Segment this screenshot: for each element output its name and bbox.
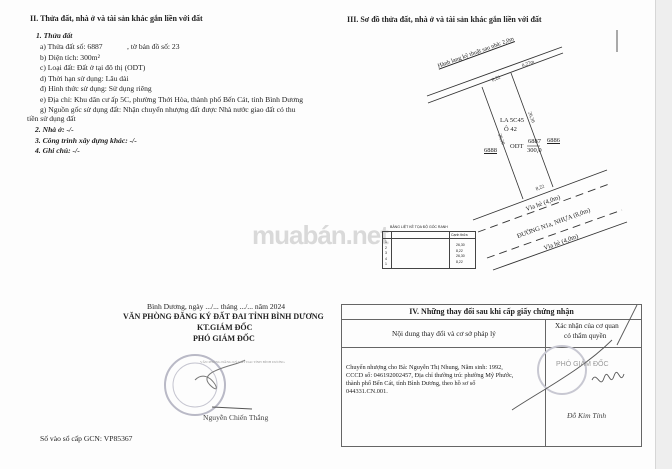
address: e) Địa chỉ: Khu dân cư ấp 5C, phường Thớ… xyxy=(40,95,304,104)
office-name: VĂN PHÒNG ĐĂNG KÝ ĐẤT ĐAI TỈNH BÌNH DƯƠN… xyxy=(123,312,324,321)
section3-title: III. Sơ đồ thửa đất, nhà ở và tài sản kh… xyxy=(347,15,542,24)
change-line: CCCD số: 046192002457, Địa chỉ thường tr… xyxy=(346,372,514,379)
road-edge-2 xyxy=(492,221,628,271)
land-type: c) Loại đất: Đất ở tại đô thị (ODT) xyxy=(40,63,146,72)
changes-table: IV. Những thay đổi sau khi cấp giấy chứn… xyxy=(341,304,642,447)
confirm-signer: Đỗ Kim Tính xyxy=(567,411,607,420)
lot-cell: Ô 42 xyxy=(504,126,517,133)
kt-director: KT.GIÁM ĐỐC xyxy=(197,323,253,332)
origin-line2: tiền sử dụng đất xyxy=(27,114,76,123)
edge-1: 26,30 xyxy=(456,243,465,247)
parcel-left-edge xyxy=(481,86,524,200)
house: 2. Nhà ở: -/- xyxy=(35,125,74,134)
coordinate-table: Cạnh thửa 1 2 3 4 1 26,30 8,22 26,30 8,2… xyxy=(382,231,476,269)
issue-date: Bình Dương, ngày .../... tháng .../... n… xyxy=(147,302,286,311)
other-works: 3. Công trình xây dựng khác: -/- xyxy=(35,136,137,145)
deputy-director: PHÓ GIÁM ĐỐC xyxy=(193,334,255,343)
col-confirm-line1: Xác nhận của cơ quan xyxy=(555,322,619,330)
edge-2: 8,22 xyxy=(456,248,463,253)
parcel-area-label: 300,0 xyxy=(527,147,542,154)
section2-title: II. Thửa đất, nhà ở và tài sản khác gắn … xyxy=(30,14,203,23)
signer-name: Nguyễn Chiến Thắng xyxy=(203,413,269,422)
notes: 4. Ghi chú: -/- xyxy=(35,146,80,155)
neighbor-parcel-left: 6888 xyxy=(484,147,497,154)
edge-3: 26,30 xyxy=(456,254,465,258)
confirm-stamp-signature xyxy=(511,304,638,411)
point-1: 1 xyxy=(385,240,387,244)
section4-title: IV. Những thay đổi sau khi cấp giấy chứn… xyxy=(342,305,641,320)
change-content: Chuyển nhượng cho Bà: Nguyễn Thị Nhung, … xyxy=(346,364,513,396)
parcel-right-edge xyxy=(510,72,554,188)
page-edge xyxy=(655,0,672,469)
confirm-title: PHÓ GIÁM ĐỐC xyxy=(556,361,609,368)
point-2: 2 xyxy=(385,245,387,250)
origin-line1: g) Nguồn gốc sử dụng đất: Nhận chuyển nh… xyxy=(40,105,296,114)
watermark: muabán.net xyxy=(252,220,389,250)
neighbor-parcel-right: 6886 xyxy=(547,137,560,144)
point-3: 3 xyxy=(385,251,387,255)
area: b) Diện tích: 300m² xyxy=(40,53,100,62)
gcn-register-number: Số vào sổ cấp GCN: VP85367 xyxy=(40,434,133,443)
col-confirm-line2: có thẩm quyền xyxy=(564,332,607,340)
parcel-number-label: 6887 xyxy=(528,138,541,145)
road-edge-1 xyxy=(472,169,608,221)
corridor-line-bottom xyxy=(427,52,564,104)
parcel-number: a) Thửa đất số: 6887 xyxy=(40,42,103,51)
change-line: 044331.CN.001. xyxy=(346,388,388,395)
map-sheet: , tờ bản đồ số: 23 xyxy=(127,42,180,51)
point-1-close: 1 xyxy=(385,262,387,266)
edge-4: 8,22 xyxy=(456,259,463,264)
section2-sub1: 1. Thửa đất xyxy=(36,31,73,40)
point-4: 4 xyxy=(385,256,387,261)
road-dash-2 xyxy=(486,209,623,259)
road-dash-1 xyxy=(477,182,613,233)
edge-header: Cạnh thửa xyxy=(451,233,468,237)
change-line: thành phố Bến Cát, tỉnh Bình Dương, theo… xyxy=(346,380,476,387)
col-change-content: Nội dung thay đổi và cơ sở pháp lý xyxy=(392,329,496,338)
usage-form: đ) Hình thức sử dụng: Sử dụng riêng xyxy=(40,84,152,93)
land-type-code: ODT xyxy=(510,143,524,150)
official-stamp-and-signature xyxy=(164,354,253,416)
corridor-line-top xyxy=(426,46,563,97)
stamp-text: VĂN PHÒNG ĐĂNG KÝ ĐẤT ĐAI TỈNH BÌNH DƯƠN… xyxy=(200,360,285,364)
usage-term: d) Thời hạn sử dụng: Lâu dài xyxy=(40,74,129,83)
change-line: Chuyển nhượng cho Bà: Nguyễn Thị Nhung, … xyxy=(346,364,503,371)
coord-table-title: BẢNG LIỆT KÊ TỌA ĐỘ GÓC RANH xyxy=(390,225,448,229)
lot-code: LA 5C45 xyxy=(500,117,525,124)
